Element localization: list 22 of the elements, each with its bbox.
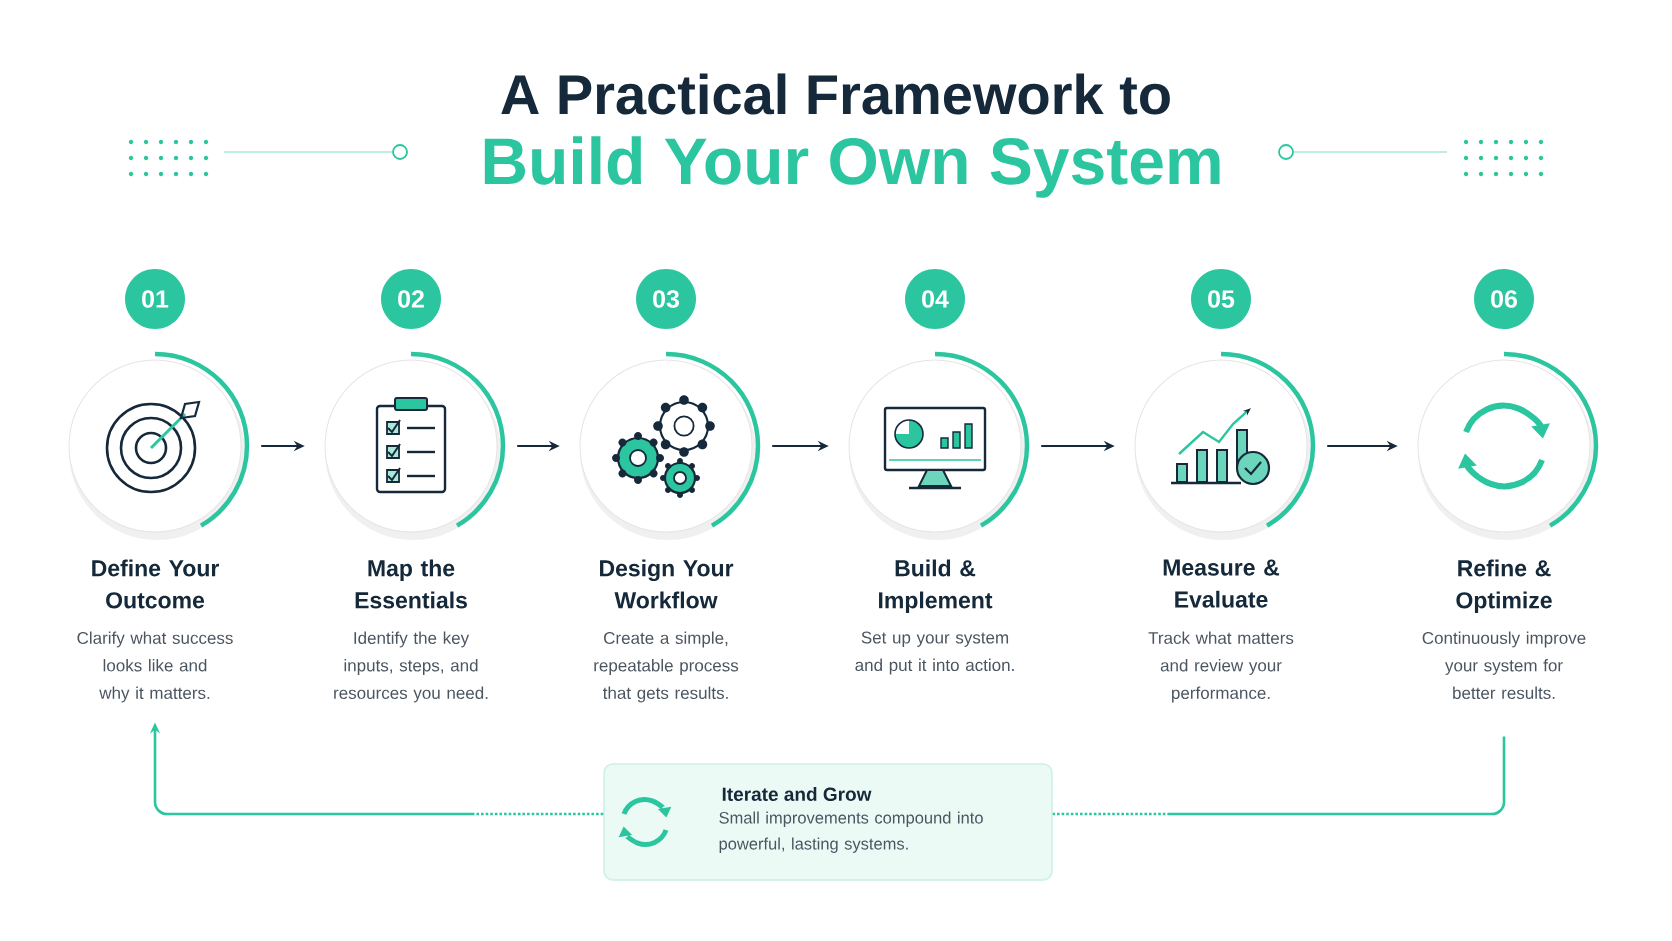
- connector-line: [1052, 736, 1506, 816]
- step-title: Define Your Outcome: [92, 559, 219, 609]
- step-description: Track what matters and review your performance.: [1148, 631, 1294, 703]
- step-description: Continuously improve your system for better results.: [1422, 631, 1586, 699]
- subtitle: Build Your Own System: [484, 136, 1220, 198]
- step-description: Identify the key inputs, steps, and resources you need.: [334, 631, 488, 703]
- number-badge: 04: [905, 269, 965, 329]
- callout-box: Iterate and Grow Small improvements compound into powerful, lasting systems.: [603, 763, 1053, 881]
- number-badge: 01: [125, 269, 185, 329]
- number-badge: 02: [381, 269, 441, 329]
- step-description: Set up your system and put it into action.: [855, 631, 1014, 675]
- step-title: Build & Implement: [879, 559, 993, 613]
- step-title: Measure & Evaluate: [1163, 559, 1280, 608]
- number-badge: 05: [1191, 269, 1251, 329]
- title: A Practical Framework to: [501, 73, 1170, 115]
- step-description: Create a simple, repeatable process that gets results.: [594, 631, 739, 703]
- step-title: Map the Essentials: [355, 559, 467, 609]
- step-description: Clarify what success looks like and why it matters.: [77, 631, 233, 703]
- number-badge: 06: [1474, 269, 1534, 329]
- step-title: Refine & Optimize: [1456, 559, 1552, 613]
- step-title: Design Your Workflow: [600, 559, 734, 609]
- number-badge: 03: [636, 269, 696, 329]
